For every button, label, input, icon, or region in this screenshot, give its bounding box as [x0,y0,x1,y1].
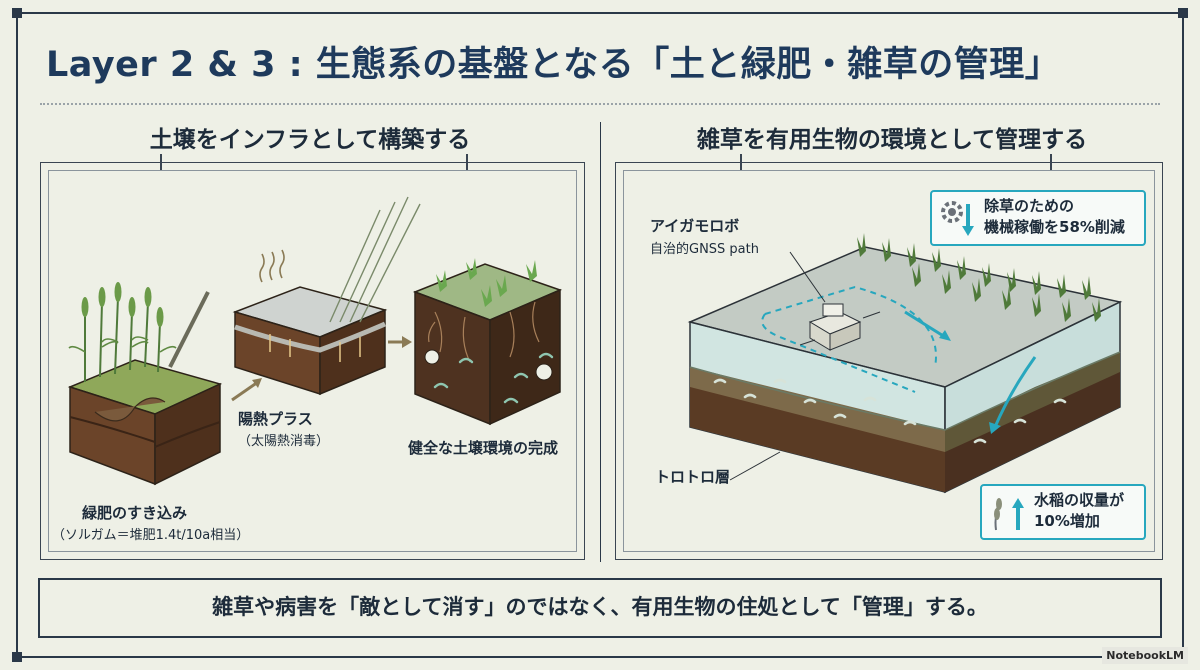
panel-tick [466,154,468,170]
bottom-message: 雑草や病害を「敵として消す」のではなく、有用生物の住処として「管理」する。 [212,595,988,619]
step2-sub: （太陽熱消毒） [238,434,330,449]
panel-tick [160,154,162,170]
callout-yield-line2: 10%増加 [1034,512,1100,530]
callout-weeding-line2: 機械稼働を58%削減 [984,218,1125,236]
frame-corner [12,652,22,662]
layer-label: トロトロ層 [655,468,731,486]
watermark: NotebookLM [1102,647,1188,664]
right-heading: 雑草を有用生物の環境として管理する [696,127,1088,153]
gear-icon [941,201,974,236]
step1-label: 緑肥のすき込み [82,504,188,522]
left-panel-inner [48,170,577,552]
frame-corner [12,8,22,18]
column-divider [600,122,601,562]
panel-tick [740,154,742,170]
right-illustration [687,233,1123,494]
heat-arrow-icon [259,249,285,283]
page-title: Layer 2 & 3 : 生態系の基盤となる「土と緑肥・雑草の管理」 [46,45,1061,85]
step1-sub: （ソルガム＝堆肥1.4t/10a相当） [52,528,250,543]
robot-sub: 自治的GNSS path [650,242,759,257]
healthy-soil-block [412,258,563,426]
rice-icon [994,498,1024,531]
title-divider [40,103,1160,105]
robot-label: アイガモロボ [650,217,740,235]
callout-yield [980,484,1146,540]
callout-yield-line1: 水稲の収量が [1034,491,1125,509]
bottom-message-box [38,578,1162,638]
right-panel-inner [623,170,1155,552]
left-heading: 土壌をインフラとして構築する [149,127,471,153]
frame-corner [1178,8,1188,18]
step3-label: 健全な土壌環境の完成 [408,439,559,457]
solar-block [232,196,421,396]
left-illustration [67,196,563,486]
outer-frame [16,12,1184,658]
flow-arrow [231,380,259,402]
rice-plants [857,233,1101,322]
green-manure-block [67,282,223,486]
paddy-block [687,233,1123,494]
panel-tick [1050,154,1052,170]
callout-weeding [930,190,1146,246]
callout-weeding-line1: 除草のための [984,197,1075,215]
robot-icon [799,303,881,351]
step2-label: 陽熱プラス [238,410,313,428]
